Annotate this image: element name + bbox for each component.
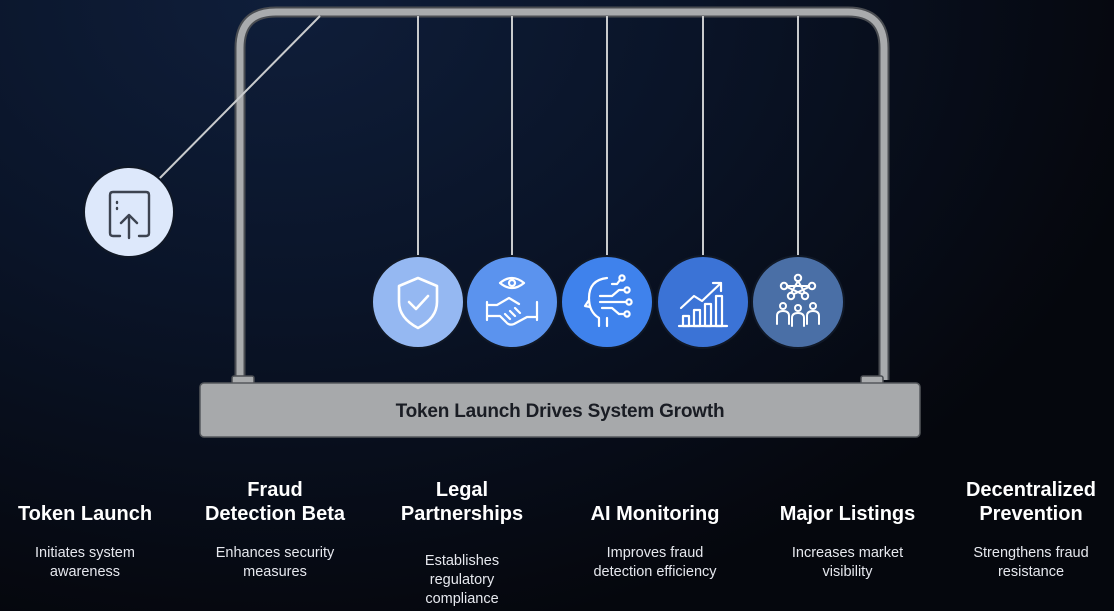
cradle-base (199, 382, 921, 438)
stage-description: Initiates system awareness (35, 545, 135, 580)
swung-string (151, 15, 321, 187)
stage-ai-monitoring: AI Monitoring Improves fraud detection e… (570, 478, 740, 582)
handshake-eye-icon (485, 276, 539, 326)
ball-ai-monitoring (560, 255, 654, 349)
ball-legal-partnerships (465, 255, 559, 349)
ball-fraud-detection-beta (371, 255, 465, 349)
stage-decentralized-prevention: Decentralized Prevention Strengthens fra… (950, 478, 1112, 582)
diagram-title: Token Launch Drives System Growth (395, 401, 725, 422)
stage-title: Fraud Detection Beta (204, 479, 346, 525)
upload-icon (108, 190, 151, 240)
shield-check-icon (397, 276, 439, 330)
stage-title: AI Monitoring (590, 503, 720, 525)
ball-token-launch (83, 166, 175, 258)
stage-title: Major Listings (779, 503, 916, 525)
ai-head-icon (583, 274, 633, 328)
stage-fraud-detection-beta: Fraud Detection Beta Enhances security m… (189, 478, 361, 582)
stage-token-launch: Token Launch Initiates system awareness (3, 478, 167, 582)
stage-major-listings: Major Listings Increases market visibili… (765, 478, 930, 582)
growth-chart-icon (677, 281, 729, 328)
stage-description: Increases market visibility (791, 545, 904, 580)
stage-legal-partnerships: Legal Partnerships Establishes regulator… (379, 478, 545, 609)
stage-description: Improves fraud detection efficiency (593, 545, 717, 580)
stage-description: Enhances security measures (215, 545, 335, 580)
stage-title: Legal Partnerships (400, 479, 524, 525)
ball-major-listings (656, 255, 750, 349)
network-people-icon (776, 273, 820, 327)
stage-title: Token Launch (17, 503, 153, 525)
stage-title: Decentralized Prevention (965, 479, 1097, 525)
stage-description: Strengthens fraud resistance (973, 545, 1089, 580)
ball-decentralized-prevention (751, 255, 845, 349)
stage-description: Establishes regulatory compliance (424, 553, 500, 607)
